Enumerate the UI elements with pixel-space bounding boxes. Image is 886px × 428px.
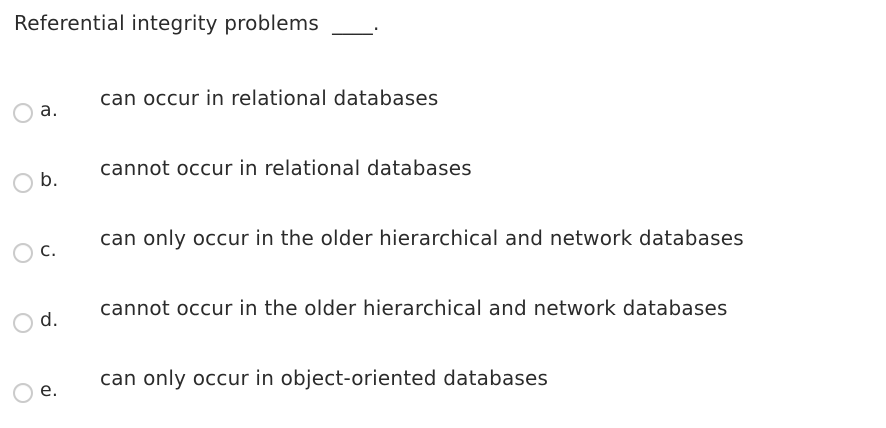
option-text-a[interactable]: can occur in relational databases bbox=[100, 86, 439, 110]
option-letter-a: a. bbox=[40, 99, 59, 121]
radio-button-c[interactable] bbox=[13, 243, 33, 263]
option-letter-e: e. bbox=[40, 379, 59, 401]
answer-option-b: b. cannot occur in relational databases bbox=[0, 156, 886, 226]
option-letter-b: b. bbox=[40, 169, 59, 191]
answer-options-list: a. can occur in relational databases b. … bbox=[0, 86, 886, 428]
radio-button-b[interactable] bbox=[13, 173, 33, 193]
option-text-b[interactable]: cannot occur in relational databases bbox=[100, 156, 472, 180]
answer-option-c: c. can only occur in the older hierarchi… bbox=[0, 226, 886, 296]
option-text-e[interactable]: can only occur in object-oriented databa… bbox=[100, 366, 549, 390]
option-letter-c: c. bbox=[40, 239, 57, 261]
option-text-d[interactable]: cannot occur in the older hierarchical a… bbox=[100, 296, 728, 320]
answer-option-a: a. can occur in relational databases bbox=[0, 86, 886, 156]
answer-option-e: e. can only occur in object-oriented dat… bbox=[0, 366, 886, 428]
radio-button-e[interactable] bbox=[13, 383, 33, 403]
answer-option-d: d. cannot occur in the older hierarchica… bbox=[0, 296, 886, 366]
radio-button-a[interactable] bbox=[13, 103, 33, 123]
option-text-c[interactable]: can only occur in the older hierarchical… bbox=[100, 226, 744, 250]
radio-button-d[interactable] bbox=[13, 313, 33, 333]
question-text: Referential integrity problems ____. bbox=[14, 11, 380, 35]
option-letter-d: d. bbox=[40, 309, 59, 331]
